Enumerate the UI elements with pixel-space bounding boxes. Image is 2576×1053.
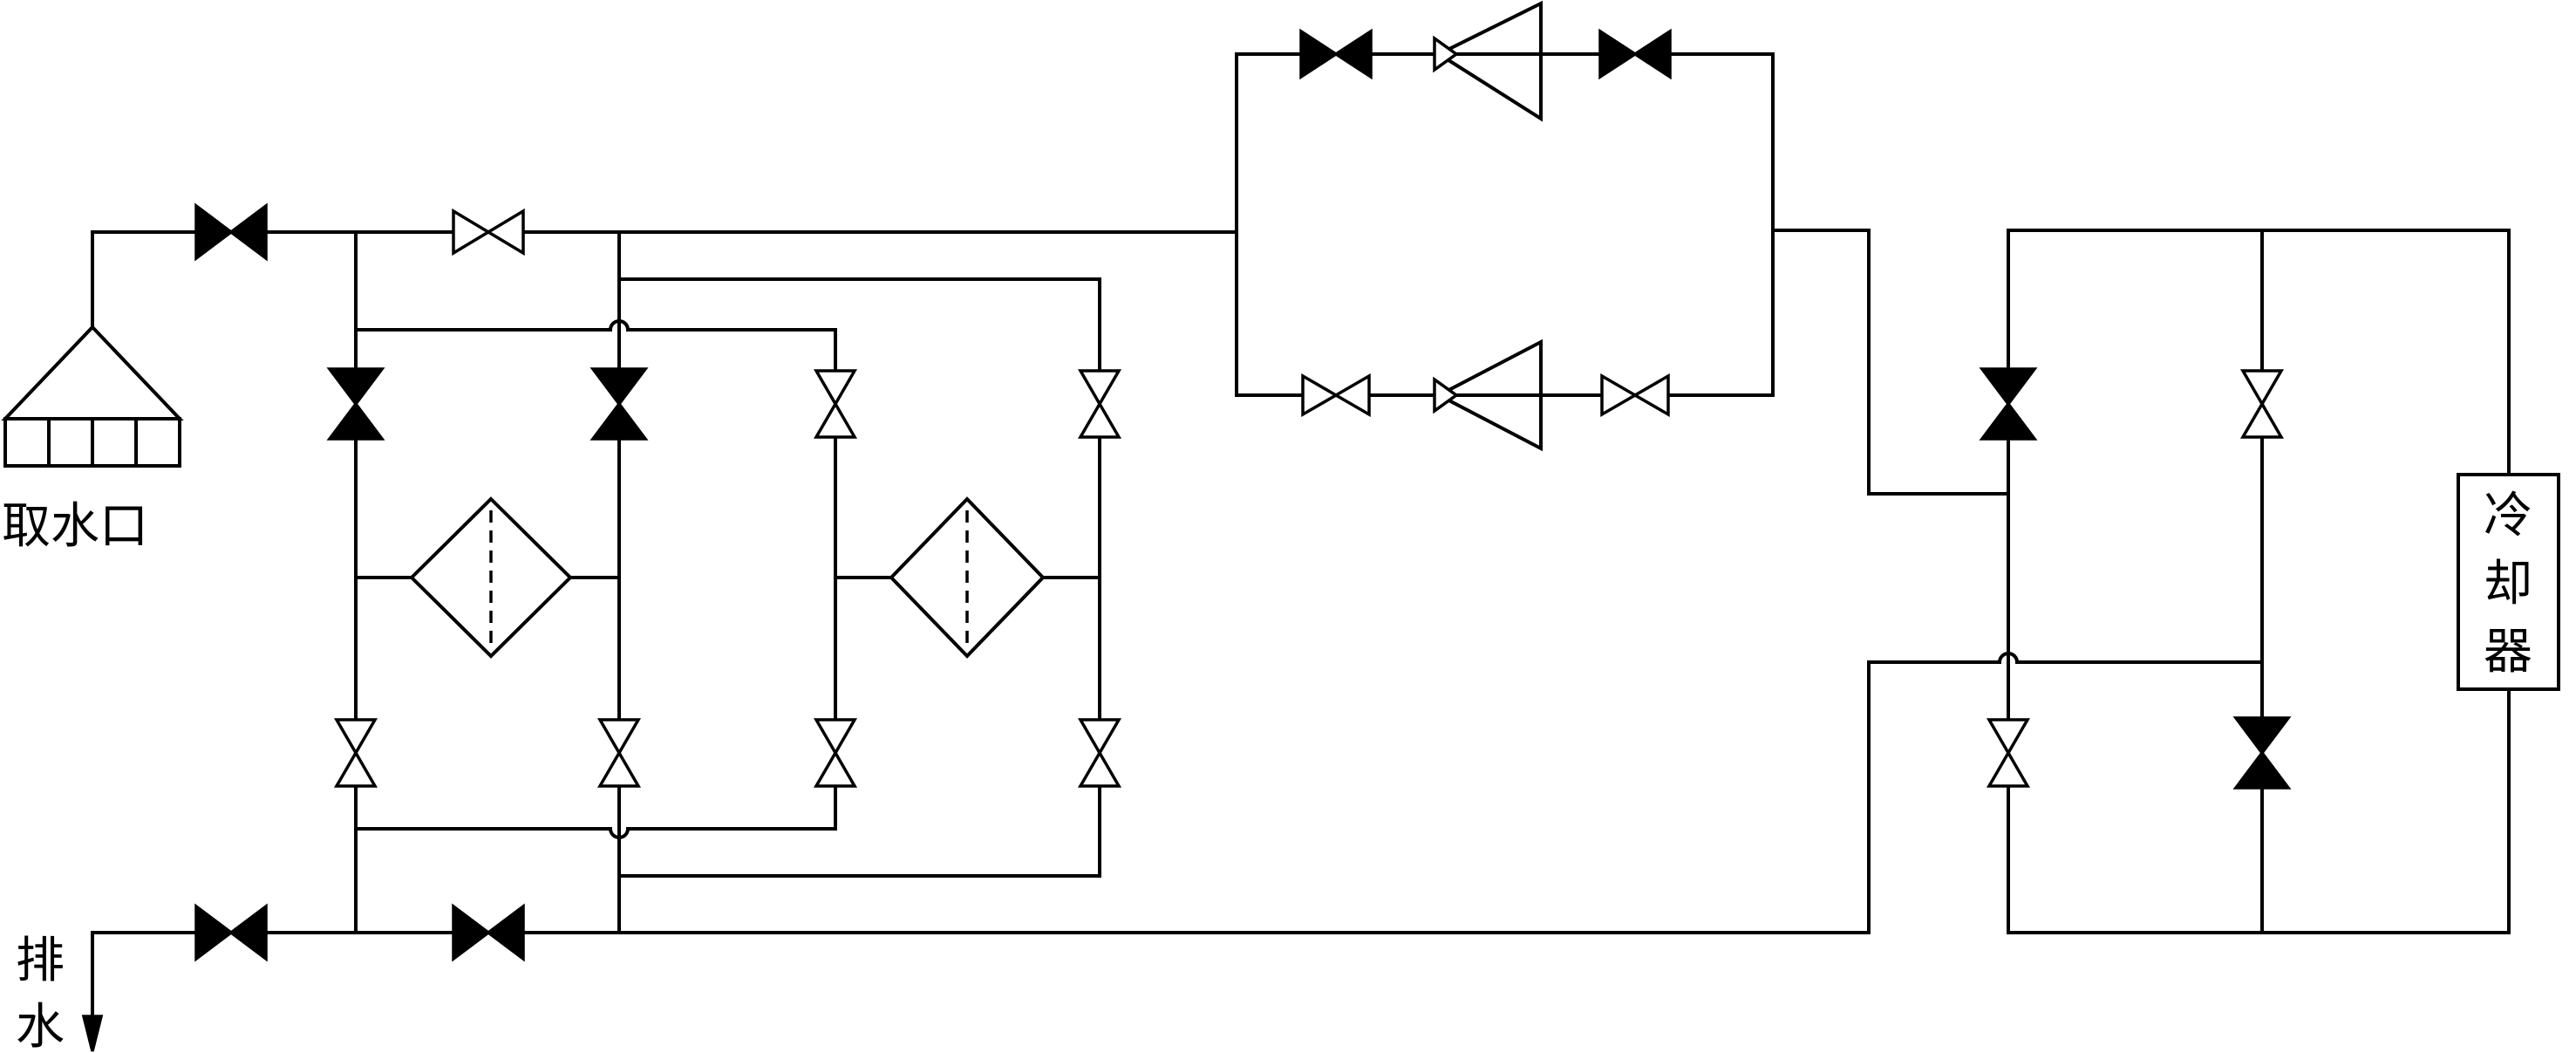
cooler-label-1: 冷 <box>2484 488 2532 544</box>
valve-drain-bypass-closed[interactable] <box>452 903 525 962</box>
valve-filter1-in-b-closed[interactable] <box>589 367 649 441</box>
filter-2 <box>889 496 1046 659</box>
cooler-label-3: 器 <box>2484 624 2532 680</box>
valve-pump2-check-open[interactable] <box>1433 376 1459 414</box>
filter-1 <box>409 496 573 659</box>
valve-cooler-out-a-open[interactable] <box>1986 718 2031 788</box>
valve-intake-main-closed[interactable] <box>194 202 268 262</box>
pipe-network <box>91 52 2511 1040</box>
cooler-label-2: 却 <box>2484 556 2532 612</box>
valve-pump2-outlet-open[interactable] <box>1600 373 1670 418</box>
valve-supply-bypass-open[interactable] <box>452 208 525 256</box>
valve-pump2-inlet-open[interactable] <box>1301 373 1371 418</box>
drain-label-1: 排 <box>16 933 65 989</box>
drain-label-2: 水 <box>16 999 65 1053</box>
valve-pump1-check-open[interactable] <box>1433 35 1459 73</box>
valve-pump1-outlet-closed[interactable] <box>1598 28 1672 80</box>
valve-filter2-out-b-open[interactable] <box>1077 718 1122 788</box>
pump-1 <box>1435 0 1543 122</box>
cooler <box>2457 473 2560 691</box>
valve-cooler-in-b-open[interactable] <box>2239 369 2285 439</box>
valve-drain-main-closed[interactable] <box>194 903 268 962</box>
drain-arrow-icon <box>81 1015 104 1052</box>
valve-filter1-out-a-open[interactable] <box>333 718 378 788</box>
valve-pump1-inlet-closed[interactable] <box>1299 28 1373 80</box>
valve-filter2-out-a-open[interactable] <box>813 718 858 788</box>
valve-cooler-in-a-closed[interactable] <box>1979 367 2038 441</box>
valve-filter1-out-b-open[interactable] <box>596 718 642 788</box>
valve-filter2-in-b-open[interactable] <box>1077 369 1122 439</box>
intake-label: 取水口 <box>2 498 148 555</box>
valve-filter1-in-a-closed[interactable] <box>326 367 385 441</box>
valve-filter2-in-a-open[interactable] <box>813 369 858 439</box>
intake-strainer <box>1 325 184 468</box>
valve-cooler-out-b-closed[interactable] <box>2232 716 2292 790</box>
